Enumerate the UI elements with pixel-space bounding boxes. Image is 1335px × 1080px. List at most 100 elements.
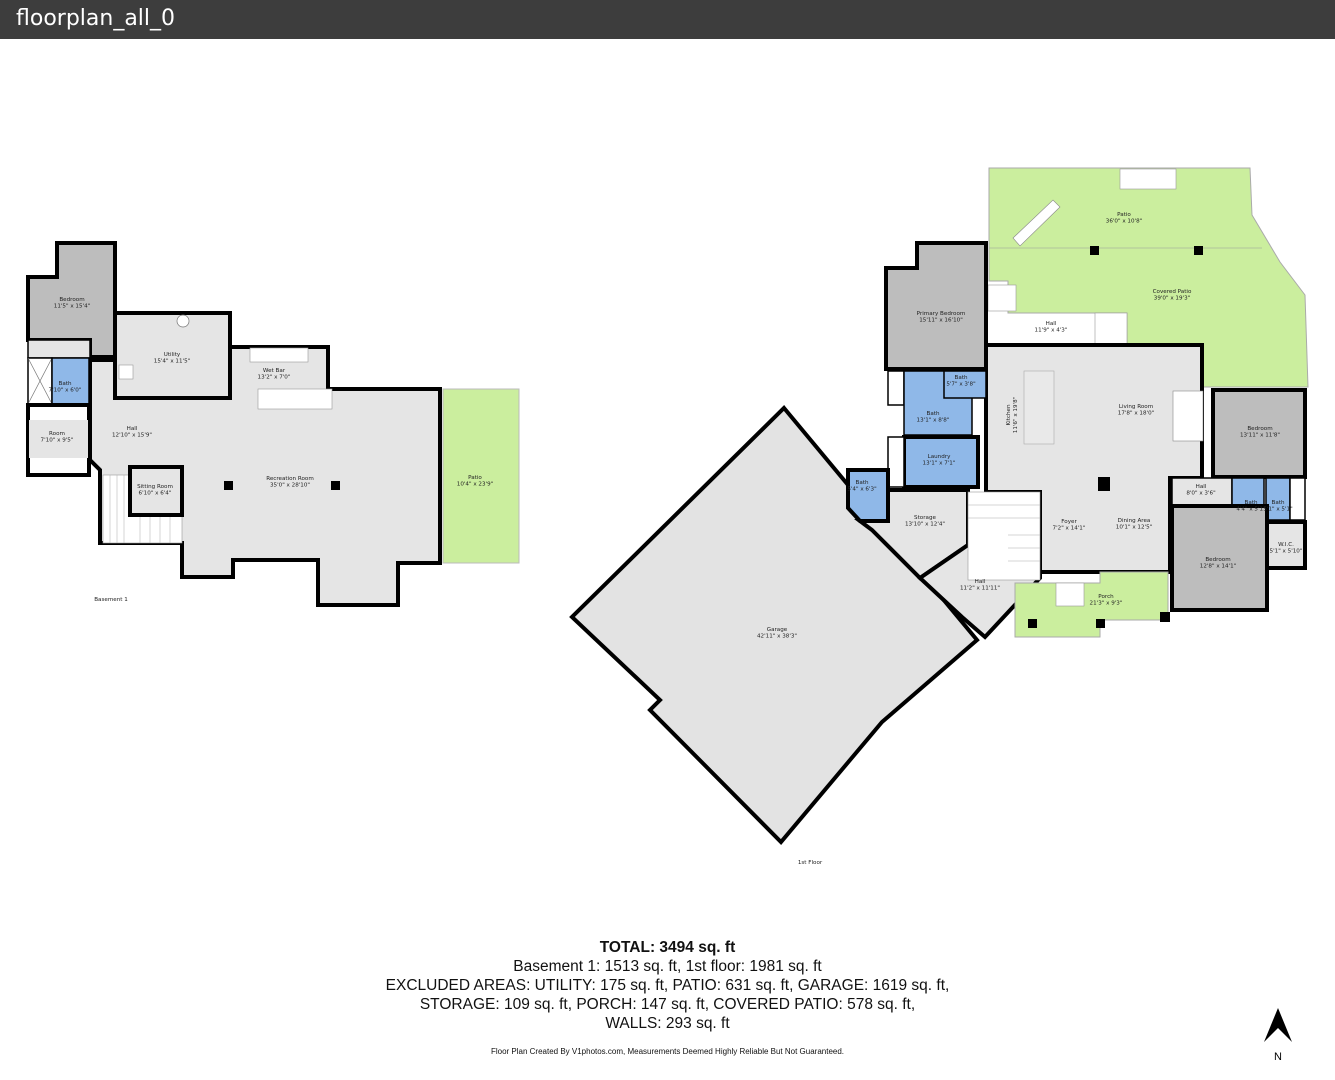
basement-level-label: Basement 1 [94,597,128,603]
room-dimensions: 7'10" x 6'0" [49,388,82,394]
walk-in-closet [1265,520,1307,570]
laundry [902,435,980,489]
room-name: Patio [1117,212,1131,218]
room-name: Sitting Room [137,484,173,490]
summary-line-3: STORAGE: 109 sq. ft, PORCH: 147 sq. ft, … [419,996,916,1013]
compass: N [1262,1006,1294,1066]
room-dimensions: 6'10" x 6'4" [139,491,172,497]
title-bar: floorplan_all_0 [0,0,1335,39]
room-name: Covered Patio [1153,289,1192,295]
room-dimensions: 5'4" x 6'3" [847,487,877,493]
first-floor-stairs [967,491,1041,581]
fireplace-column [1098,477,1110,491]
summary-line-1: Basement 1: 1513 sq. ft, 1st floor: 1981… [513,958,822,975]
summary-line-4: WALLS: 293 sq. ft [605,1015,730,1032]
room-name: Bedroom [1205,557,1230,563]
room-name: Bath [926,411,939,417]
room-dimensions: 8'0" x 3'6" [1186,491,1216,497]
room-dimensions: 13'10" x 12'4" [905,522,945,528]
room-dimensions: 39'0" x 19'3" [1154,296,1191,302]
room-name: Primary Bedroom [917,311,966,317]
room-dimensions: 13'1" x 7'1" [923,461,956,467]
room-dimensions: 12'10" x 15'9" [112,433,152,439]
grill-counter [1012,199,1061,247]
primary-shower [887,370,905,406]
north-label: N [1274,1051,1282,1063]
column [224,481,233,490]
room-name: Bath [1244,500,1257,506]
garage [569,405,980,845]
basement-patio [442,388,520,564]
room-dimensions: 4'4" x 5'1" [1236,507,1266,513]
hall-small [1171,477,1233,506]
room-dimensions: 12'8" x 14'1" [1200,564,1237,570]
room-name: Laundry [928,454,951,460]
room-name: Bath [58,381,71,387]
room-dimensions: 13'1" x 8'8" [917,418,950,424]
basement-sitting-room [128,465,184,517]
primary-bedroom [884,241,988,371]
bedroom-southeast [1170,504,1269,612]
room-name: Bedroom [1247,426,1272,432]
room-name: Bath [954,375,967,381]
room-dimensions: 35'0" x 28'10" [270,483,310,489]
room-dimensions: 10'4" x 23'9" [457,482,494,488]
half-bath [846,468,890,523]
room-name: Bath [1271,500,1284,506]
room-dimensions: 11'5" x 15'4" [54,304,91,310]
room-dimensions: 13'11" x 11'8" [1240,433,1280,439]
area-summary: TOTAL: 3494 sq. ft Basement 1: 1513 sq. … [0,938,1335,1033]
room-name: Patio [468,475,482,481]
room-name: Dining Area [1118,518,1151,524]
basement-closet [27,339,91,359]
basement-bath [51,357,90,405]
bedroom-east [1211,388,1307,479]
window-title: floorplan_all_0 [16,6,176,31]
wet-bar-island [257,388,333,410]
basement-plan [26,241,520,607]
wet-bar-counter [249,347,309,363]
summary-line-2: EXCLUDED AREAS: UTILITY: 175 sq. ft, PAT… [385,977,950,994]
room-dimensions: 17'8" x 18'0" [1118,411,1155,417]
kitchen-island [1023,370,1055,445]
room-name: Hall [1196,484,1207,490]
room-dimensions: 5'1" x 5'1" [1263,507,1293,513]
room-dimensions: 10'1" x 12'5" [1116,525,1153,531]
room-dimensions: 15'11" x 16'10" [919,318,963,324]
north-arrow-icon: N [1264,1008,1292,1063]
room-name: Living Room [1119,404,1153,410]
room-dimensions: 7'10" x 9'5" [41,438,74,444]
room-name: Wet Bar [263,368,286,374]
footnote: Floor Plan Created By V1photos.com, Meas… [490,1047,845,1056]
room-name: Hall [1046,321,1057,327]
room-dimensions: 15'4" x 11'5" [154,359,191,365]
room-dimensions: 5'1" x 5'10" [1270,549,1303,555]
kitchen-name: Kitchen [1006,404,1012,425]
room-name: Foyer [1061,519,1077,525]
column [331,481,340,490]
bath-b [1265,477,1291,521]
kitchen-dims: 11'6" x 19'8" [1013,396,1019,433]
room-name: Bath [855,480,868,486]
room-name: Hall [127,426,138,432]
room-dimensions: 11'2" x 11'11" [960,586,1000,592]
room-dimensions: 13'2" x 7'0" [258,375,291,381]
room-name: Garage [767,627,788,633]
room-name: Storage [914,515,936,521]
water-heater-icon [176,314,190,328]
room-dimensions: 36'0" x 10'8" [1106,219,1143,225]
first-floor-level-label: 1st Floor [798,860,823,866]
first-floor-plan [569,167,1309,845]
room-name: W.I.C. [1278,542,1294,548]
room-name: Porch [1098,594,1114,600]
room-dimensions: 11'9" x 4'3" [1035,328,1068,334]
room-dimensions: 5'7" x 3'8" [946,382,976,388]
room-dimensions: 42'11" x 38'3" [757,634,797,640]
basement-utility [113,311,232,400]
kitchen-label: Kitchen 11'6" x 19'8" [1006,396,1019,433]
total-area: TOTAL: 3494 sq. ft [599,939,736,956]
room-name: Recreation Room [266,476,314,482]
fireplace [1172,390,1204,442]
